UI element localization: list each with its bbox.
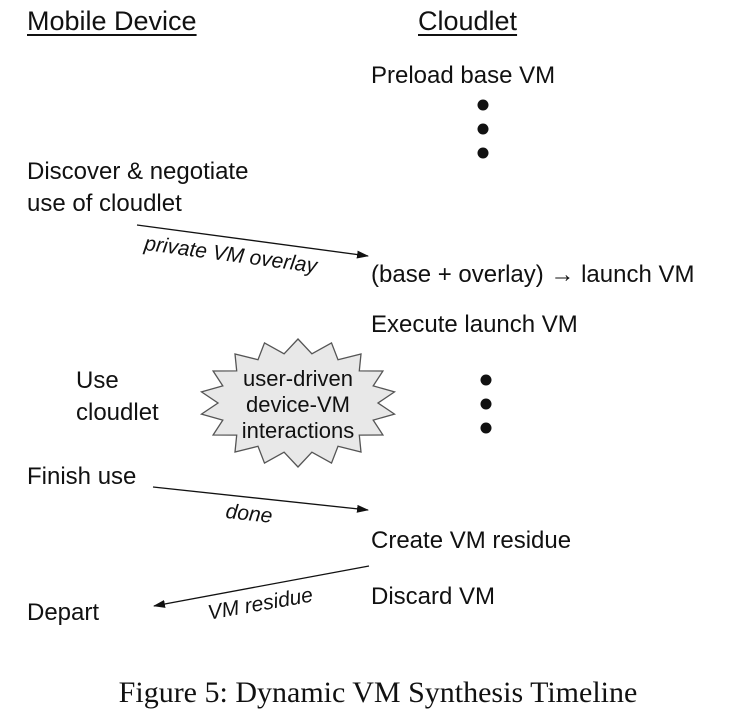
use-step-line1: Use: [76, 367, 119, 394]
ellipsis-dot: [477, 99, 489, 111]
use-step-line2: cloudlet: [76, 399, 159, 426]
cloudlet-header: Cloudlet: [418, 6, 518, 36]
preload-step: Preload base VM: [371, 62, 556, 89]
ellipsis-dot: [480, 398, 492, 410]
done-message-label: done: [224, 500, 274, 528]
ellipsis-dot: [480, 374, 492, 386]
depart-step: Depart: [27, 599, 100, 626]
residue-arrow: [153, 565, 370, 608]
ellipsis-dot: [477, 147, 489, 159]
discard-step: Discard VM: [371, 583, 496, 610]
figure-caption: Figure 5: Dynamic VM Synthesis Timeline: [118, 676, 638, 709]
done-arrow: [152, 486, 369, 513]
interaction-label-line1: user-driven: [242, 366, 354, 391]
ellipsis-dot: [477, 123, 489, 135]
interaction-label-line2: device-VM: [246, 391, 350, 417]
create-residue-step: Create VM residue: [371, 527, 572, 554]
interaction-label-line3: interactions: [241, 417, 355, 443]
ellipsis-dot: [480, 422, 492, 434]
overlay-arrow: [136, 224, 369, 259]
launch-step: (base + overlay) → launch VM: [371, 261, 695, 288]
discover-step-line2: use of cloudlet: [27, 190, 182, 217]
finish-step: Finish use: [27, 463, 137, 490]
mobile-device-header: Mobile Device: [27, 6, 197, 36]
discover-step-line1: Discover & negotiate: [27, 158, 249, 185]
interaction-starburst: [199, 338, 397, 468]
execute-step: Execute launch VM: [371, 311, 578, 338]
interaction-label: user-driven device-VM interactions: [222, 366, 374, 444]
